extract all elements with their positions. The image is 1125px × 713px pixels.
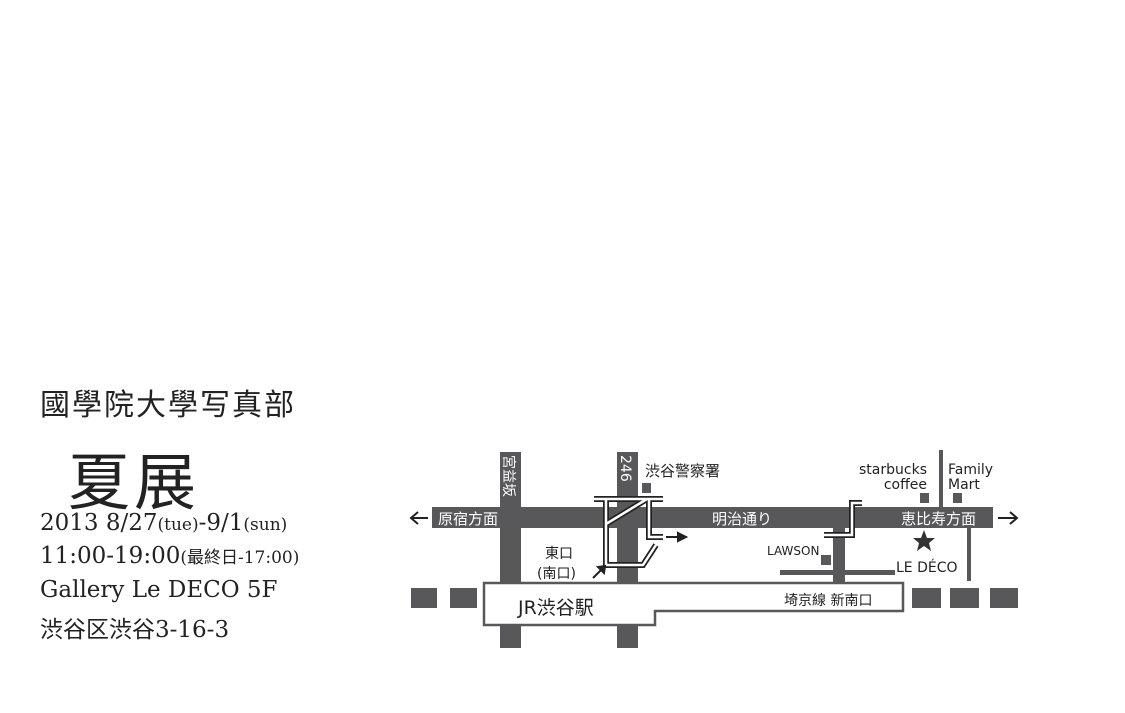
lawson-marker <box>821 555 831 565</box>
arrow-up-icon <box>592 569 602 579</box>
police-marker <box>642 483 651 493</box>
thin-road <box>939 450 943 508</box>
exhibition-hours: 11:00-19:00(最終日-17:00) <box>40 543 300 569</box>
star-icon <box>913 530 935 551</box>
south-exit-label: (南口) <box>537 566 576 582</box>
thin-road <box>780 570 895 575</box>
arrow-left-icon <box>409 511 428 525</box>
track-block <box>411 588 437 608</box>
saikyo-exit-label: 埼京線 新南口 <box>784 593 872 609</box>
starbucks-label: starbucks <box>859 462 927 478</box>
exhibition-dates: 2013 8/27(tue)-9/1(sun) <box>40 510 288 536</box>
harajuku-label: 原宿方面 <box>438 510 498 528</box>
address: 渋谷区渋谷3-16-3 <box>40 617 230 643</box>
track-block <box>912 588 941 608</box>
jr-shibuya-station <box>482 581 905 627</box>
track-block <box>990 588 1018 608</box>
miyamasuzaka-label: 宮益坂 <box>500 455 516 497</box>
meiji-dori-label: 明治通り <box>712 510 772 528</box>
le-deco-label: LE DÉCO <box>896 559 958 576</box>
thin-road <box>967 527 971 581</box>
lawson-label: LAWSON <box>767 544 819 558</box>
starbucks-label-2: coffee <box>884 477 927 493</box>
venue: Gallery Le DECO 5F <box>40 577 278 603</box>
station-label: JR渋谷駅 <box>517 597 594 619</box>
track-block <box>950 588 979 608</box>
club-name: 國學院大學写真部 <box>40 388 296 423</box>
arrow-right-icon <box>998 511 1019 525</box>
starbucks-marker <box>920 493 929 503</box>
east-exit-label: 東口 <box>545 546 573 562</box>
route-246-label: 246 <box>617 455 633 482</box>
police-label: 渋谷警察署 <box>645 462 720 480</box>
ebisu-label: 恵比寿方面 <box>901 510 976 528</box>
familymart-label-2: Mart <box>948 477 980 493</box>
arrow-head <box>677 531 689 543</box>
familymart-label: Family <box>948 462 993 478</box>
track-block <box>450 588 477 608</box>
exhibition-title: 夏展 <box>68 446 201 519</box>
familymart-marker <box>953 493 962 503</box>
